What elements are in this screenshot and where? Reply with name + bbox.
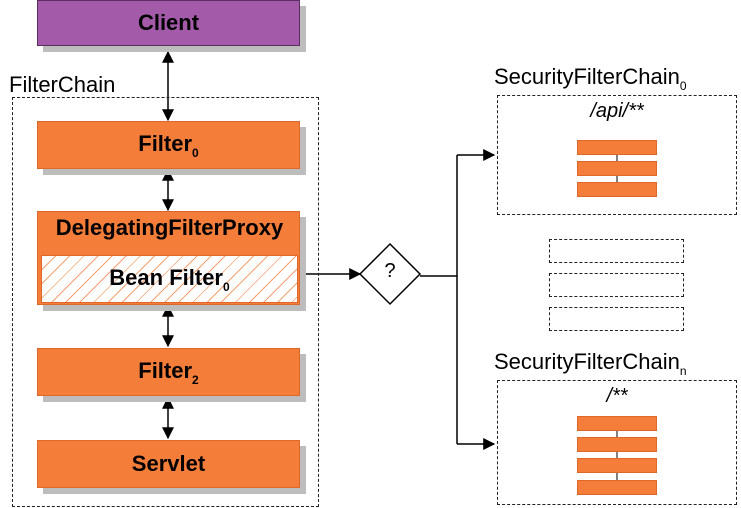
filter2-label: Filter2 xyxy=(138,357,199,387)
chain0-filter-1 xyxy=(577,140,657,155)
client-label: Client xyxy=(137,10,200,35)
security-filter-chainn-title: SecurityFilterChainn xyxy=(494,349,687,378)
chain0-filter-3 xyxy=(577,182,657,197)
delegating-filter-proxy-box: DelegatingFilterProxy Bean Filter0 xyxy=(37,211,300,305)
intermediate-chain-3 xyxy=(549,307,684,331)
decision-label: ? xyxy=(384,260,396,282)
filter-chain-container xyxy=(12,97,319,507)
filter-chain-label: FilterChain xyxy=(9,72,116,97)
filter0-box: Filter0 xyxy=(37,121,300,169)
intermediate-chain-2 xyxy=(549,273,684,297)
bean-filter-box: Bean Filter0 xyxy=(41,255,298,303)
decision-diamond xyxy=(358,242,422,306)
security-filter-chain0-title: SecurityFilterChain0 xyxy=(494,64,687,93)
chainn-filter-1 xyxy=(577,416,657,431)
chain0-pattern: /api/** xyxy=(590,100,644,122)
intermediate-chain-1 xyxy=(549,239,684,263)
delegating-filter-proxy-label: DelegatingFilterProxy xyxy=(55,215,284,240)
chainn-pattern: /** xyxy=(606,385,628,407)
filter0-label: Filter0 xyxy=(138,130,199,160)
bean-filter-label: Bean Filter0 xyxy=(109,264,230,294)
filter2-box: Filter2 xyxy=(37,348,300,396)
chainn-filter-2 xyxy=(577,437,657,452)
client-box: Client xyxy=(37,0,300,46)
chain0-filter-2 xyxy=(577,161,657,176)
branch-line xyxy=(420,155,458,277)
security-filter-chain0-box xyxy=(497,95,737,215)
chainn-filter-4 xyxy=(577,480,657,495)
security-filter-chainn-box xyxy=(497,380,737,505)
chainn-filter-3 xyxy=(577,458,657,473)
servlet-box: Servlet xyxy=(37,440,300,488)
servlet-label: Servlet xyxy=(131,451,206,476)
